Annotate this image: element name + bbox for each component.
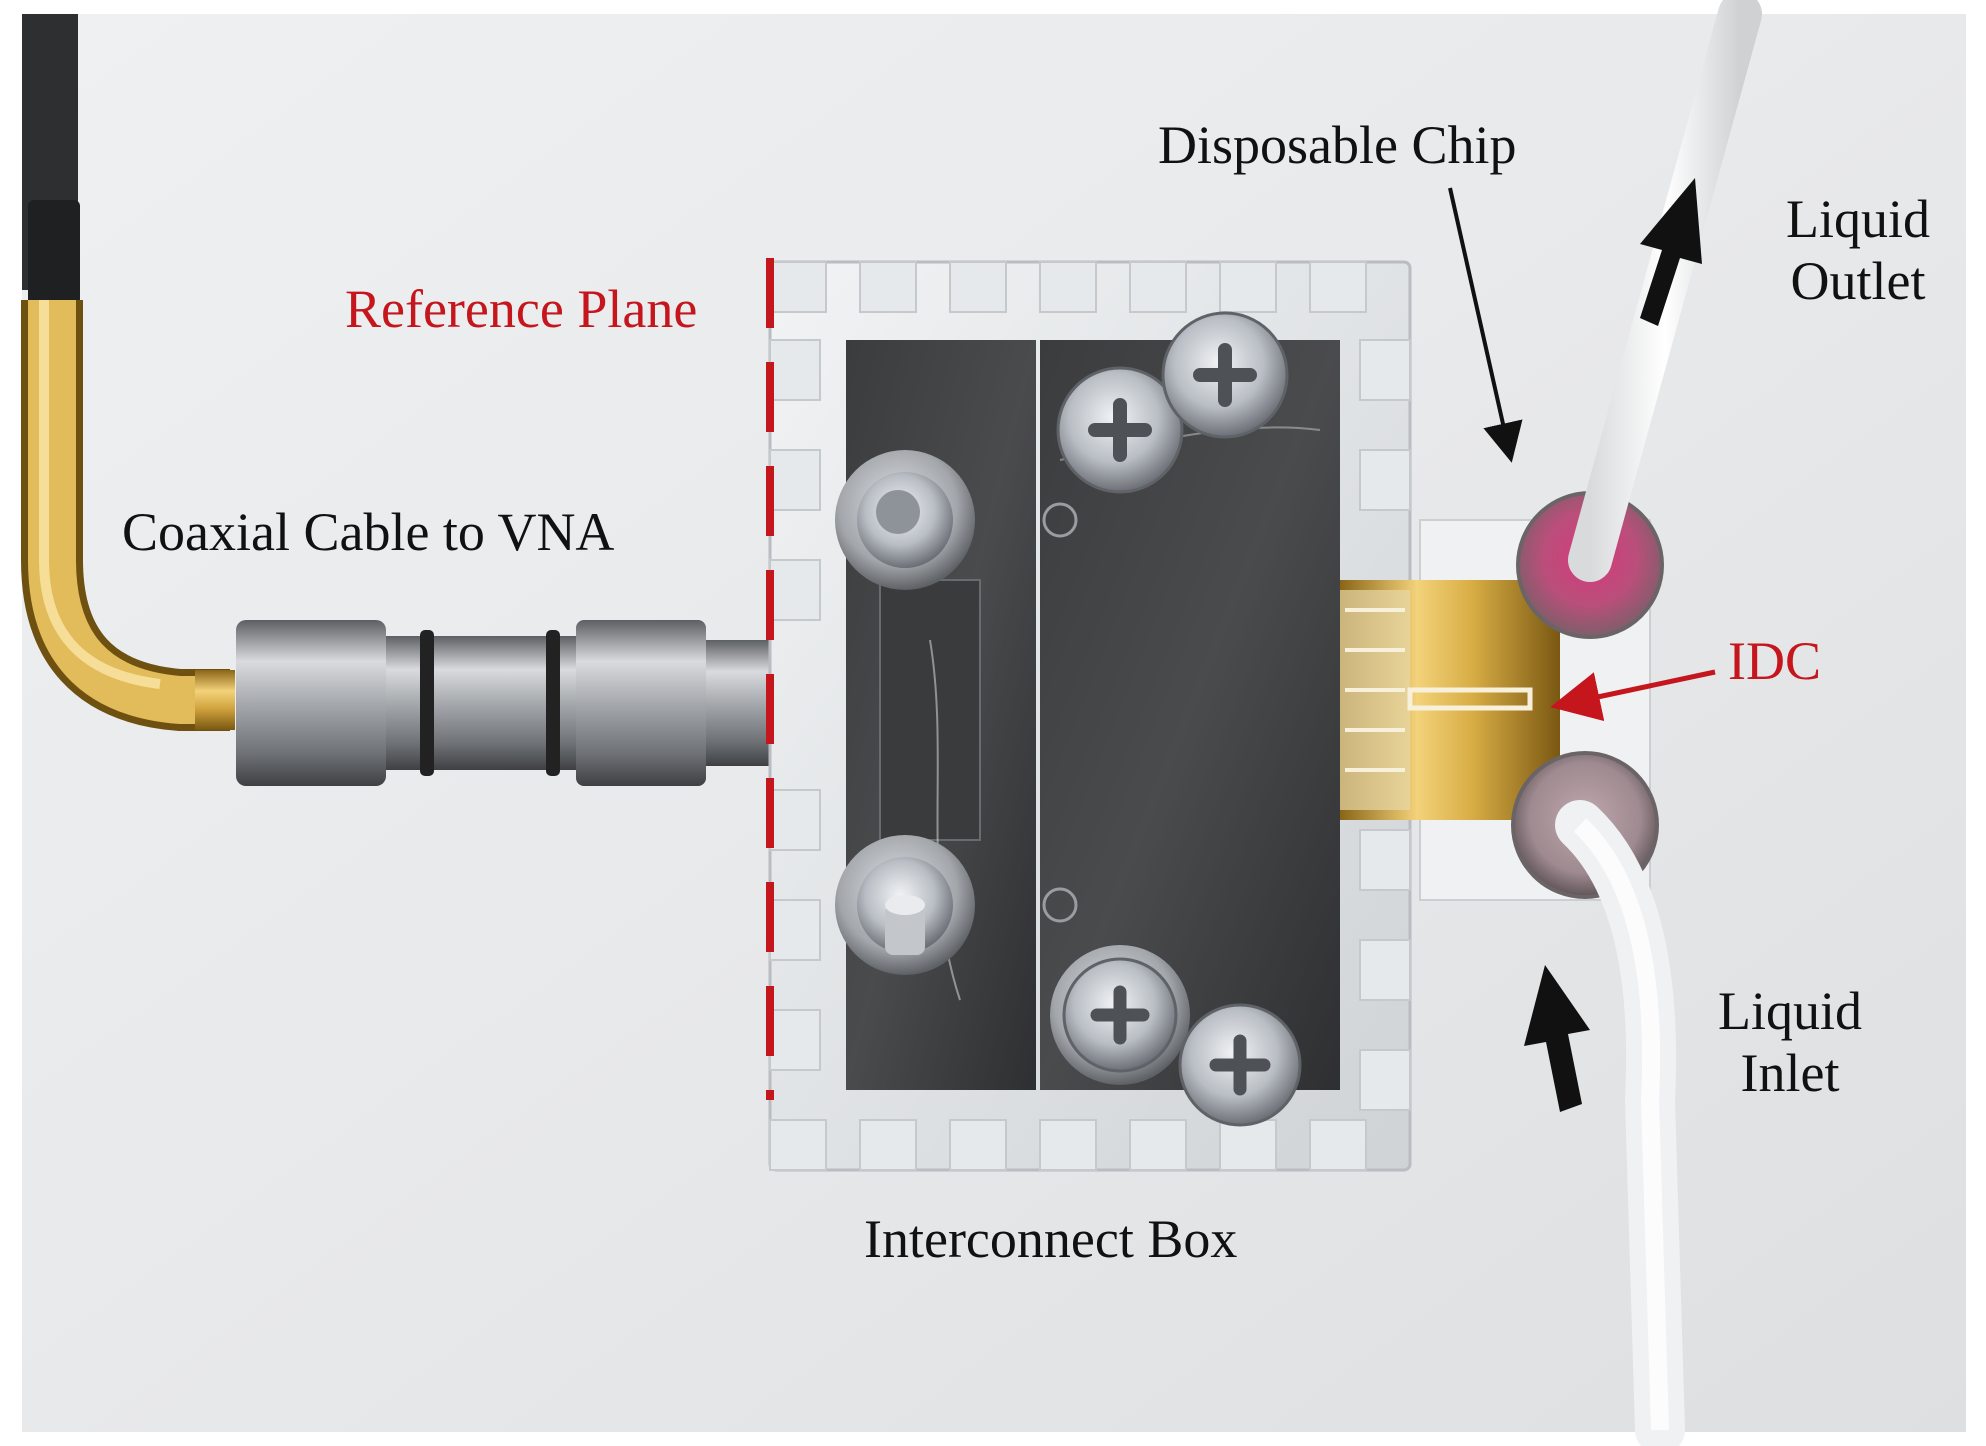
interconnect-box-label: Interconnect Box — [864, 1209, 1238, 1269]
sma-connector — [236, 620, 906, 786]
liquid-inlet-label: Liquid Inlet — [1690, 980, 1890, 1104]
screw-bottom-left — [835, 835, 975, 975]
coaxial-cable-label: Coaxial Cable to VNA — [122, 502, 615, 562]
liquid-outlet-line2: Outlet — [1790, 251, 1926, 311]
inlet-arrow — [1524, 965, 1590, 1112]
idc-pointer-arrow — [1550, 669, 1716, 722]
liquid-inlet-line2: Inlet — [1740, 1043, 1840, 1103]
screw-top-right — [1161, 311, 1289, 439]
chip-pointer-arrow — [1448, 187, 1523, 463]
reference-plane-label: Reference Plane — [345, 279, 698, 339]
screw-top-left — [835, 450, 975, 590]
screw-bottom-right — [1178, 1003, 1302, 1127]
liquid-inlet-line1: Liquid — [1718, 981, 1862, 1041]
screw-top-center — [1056, 366, 1184, 494]
liquid-outlet-line1: Liquid — [1786, 189, 1930, 249]
screw-bottom-center — [1050, 945, 1190, 1085]
disposable-chip-label: Disposable Chip — [1158, 115, 1517, 175]
outlet-arrow — [1640, 178, 1702, 326]
idc-label: IDC — [1728, 631, 1821, 691]
liquid-outlet-label: Liquid Outlet — [1758, 188, 1958, 312]
